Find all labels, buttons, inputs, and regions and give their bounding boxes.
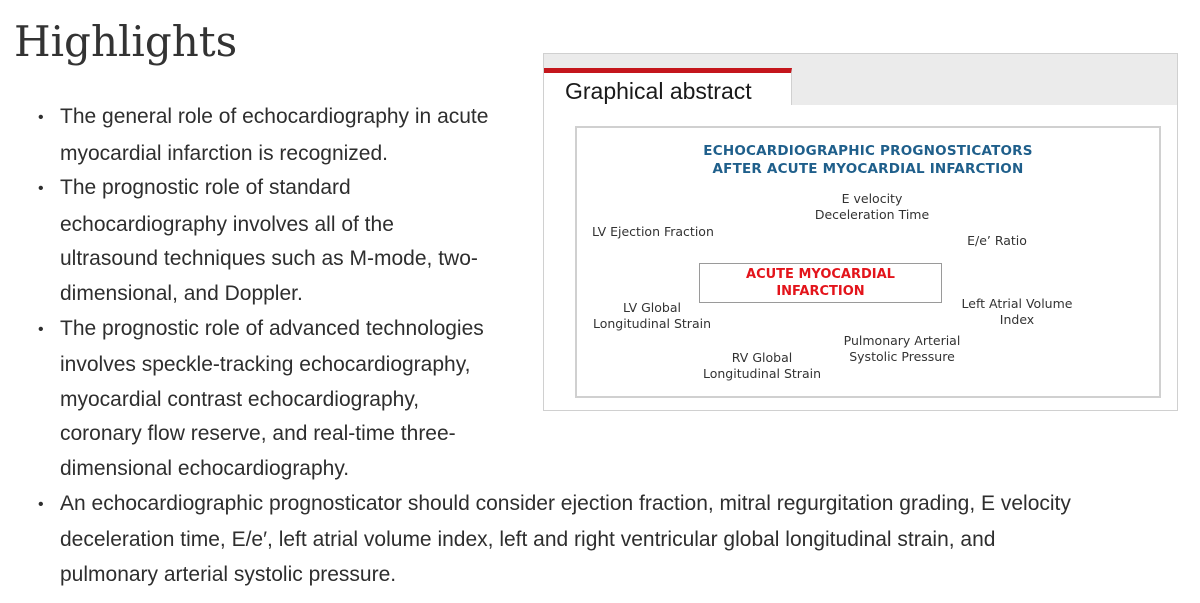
label-ee-ratio: E/e’ Ratio xyxy=(957,233,1037,249)
label-e-velocity: E velocity Deceleration Time xyxy=(777,191,967,223)
highlight-text-line: The prognostic role of standard xyxy=(60,176,351,200)
label-line: Deceleration Time xyxy=(814,207,930,222)
label-line: LV Ejection Fraction xyxy=(592,224,714,239)
label-lv-global-longitudinal-strain: LV Global Longitudinal Strain xyxy=(582,300,722,332)
graphical-abstract-panel: Graphical abstract ECHOCARDIOGRAPHIC PRO… xyxy=(543,53,1178,411)
figure-title-line: ECHOCARDIOGRAPHIC PROGNOSTICATORS xyxy=(703,143,1033,159)
label-line: LV Global xyxy=(623,300,681,315)
highlight-text-line: pulmonary arterial systolic pressure. xyxy=(60,562,397,586)
highlight-text-line: involves speckle-tracking echocardiograp… xyxy=(60,353,471,377)
label-line: Index xyxy=(999,312,1035,327)
highlight-text-line: myocardial infarction is recognized. xyxy=(60,141,388,165)
figure-title: ECHOCARDIOGRAPHIC PROGNOSTICATORS AFTER … xyxy=(577,142,1159,178)
highlight-item: • The prognostic role of standard echocard… xyxy=(0,171,530,311)
bullet-icon: • xyxy=(38,495,44,513)
page-heading: Highlights xyxy=(14,17,238,66)
bullet-icon: • xyxy=(38,180,44,198)
graphical-abstract-figure[interactable]: ECHOCARDIOGRAPHIC PROGNOSTICATORS AFTER … xyxy=(575,126,1161,398)
highlight-text-line: coronary flow reserve, and real-time thr… xyxy=(60,422,456,446)
highlight-text-line: The prognostic role of advanced technolo… xyxy=(60,316,484,340)
label-pulmonary-arterial-systolic-pressure: Pulmonary Arterial Systolic Pressure xyxy=(832,333,972,365)
label-line: Systolic Pressure xyxy=(849,349,955,364)
highlight-text-line: The general role of echocardiography in … xyxy=(60,105,489,128)
highlight-item: • The general role of echocardiography in… xyxy=(0,100,530,171)
figure-title-line: AFTER ACUTE MYOCARDIAL INFARCTION xyxy=(712,161,1024,177)
label-rv-global-longitudinal-strain: RV Global Longitudinal Strain xyxy=(692,350,832,382)
bullet-icon: • xyxy=(38,320,44,338)
graphical-abstract-tab-strip: Graphical abstract xyxy=(544,54,1177,105)
highlights-list: • The general role of echocardiography in… xyxy=(0,100,1160,592)
label-line: Left Atrial Volume xyxy=(961,296,1073,311)
highlight-text-line: An echocardiographic prognosticator shou… xyxy=(60,491,1071,515)
highlight-item: • The prognostic role of advanced technol… xyxy=(0,312,530,487)
label-lv-ejection-fraction: LV Ejection Fraction xyxy=(592,224,714,240)
label-line: E/e’ Ratio xyxy=(967,233,1027,248)
highlight-text-line: ultrasound techniques such as M-mode, tw… xyxy=(60,247,478,271)
highlight-text-line: deceleration time, E/e′, left atrial vol… xyxy=(60,528,996,552)
label-line: Longitudinal Strain xyxy=(702,366,821,381)
highlight-text-line: dimensional, and Doppler. xyxy=(60,281,303,305)
tab-graphical-abstract-label: Graphical abstract xyxy=(565,78,752,104)
highlight-text-line: myocardial contrast echocardiography, xyxy=(60,387,420,411)
highlight-text-line: echocardiography involves all of the xyxy=(60,212,394,236)
label-left-atrial-volume-index: Left Atrial Volume Index xyxy=(952,296,1082,328)
label-line: E velocity xyxy=(841,191,903,206)
highlight-item: • An echocardiographic prognosticator sho… xyxy=(0,487,1160,593)
label-line: Pulmonary Arterial xyxy=(843,333,961,348)
center-box-ami: ACUTE MYOCARDIAL INFARCTION xyxy=(699,263,942,303)
center-box-line: ACUTE MYOCARDIAL xyxy=(746,267,895,282)
bullet-icon: • xyxy=(38,109,44,126)
center-box-line: INFARCTION xyxy=(776,284,865,299)
label-line: Longitudinal Strain xyxy=(592,316,711,331)
tab-graphical-abstract[interactable]: Graphical abstract xyxy=(544,68,792,105)
highlight-text-line: dimensional echocardiography. xyxy=(60,456,350,480)
label-line: RV Global xyxy=(731,350,793,365)
